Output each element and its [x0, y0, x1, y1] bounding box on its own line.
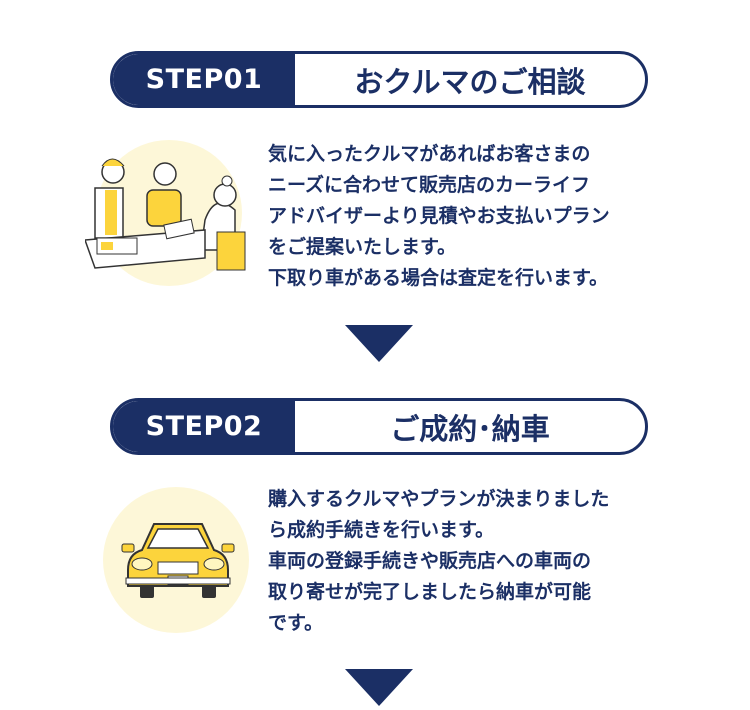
step01-label: STEP01: [113, 54, 295, 105]
step02-label: STEP02: [113, 401, 295, 452]
down-arrow-icon: [345, 325, 413, 362]
step02-header: STEP02 ご成約･納車: [110, 398, 648, 455]
step01-header: STEP01 おクルマのご相談: [110, 51, 648, 108]
car-illustration: [121, 523, 235, 598]
step01-title: おクルマのご相談: [354, 64, 586, 99]
down-arrow-icon: [345, 669, 413, 706]
step02-title: ご成約･納車: [390, 411, 550, 446]
step01-description: 気に入ったクルマがあればお客さまの ニーズに合わせて販売店のカーライフ アドバイ…: [268, 143, 610, 289]
consultation-illustration: [85, 158, 246, 271]
step02-description: 購入するクルマやプランが決まりました ら成約手続きを行います。 車両の登録手続き…: [268, 488, 610, 634]
